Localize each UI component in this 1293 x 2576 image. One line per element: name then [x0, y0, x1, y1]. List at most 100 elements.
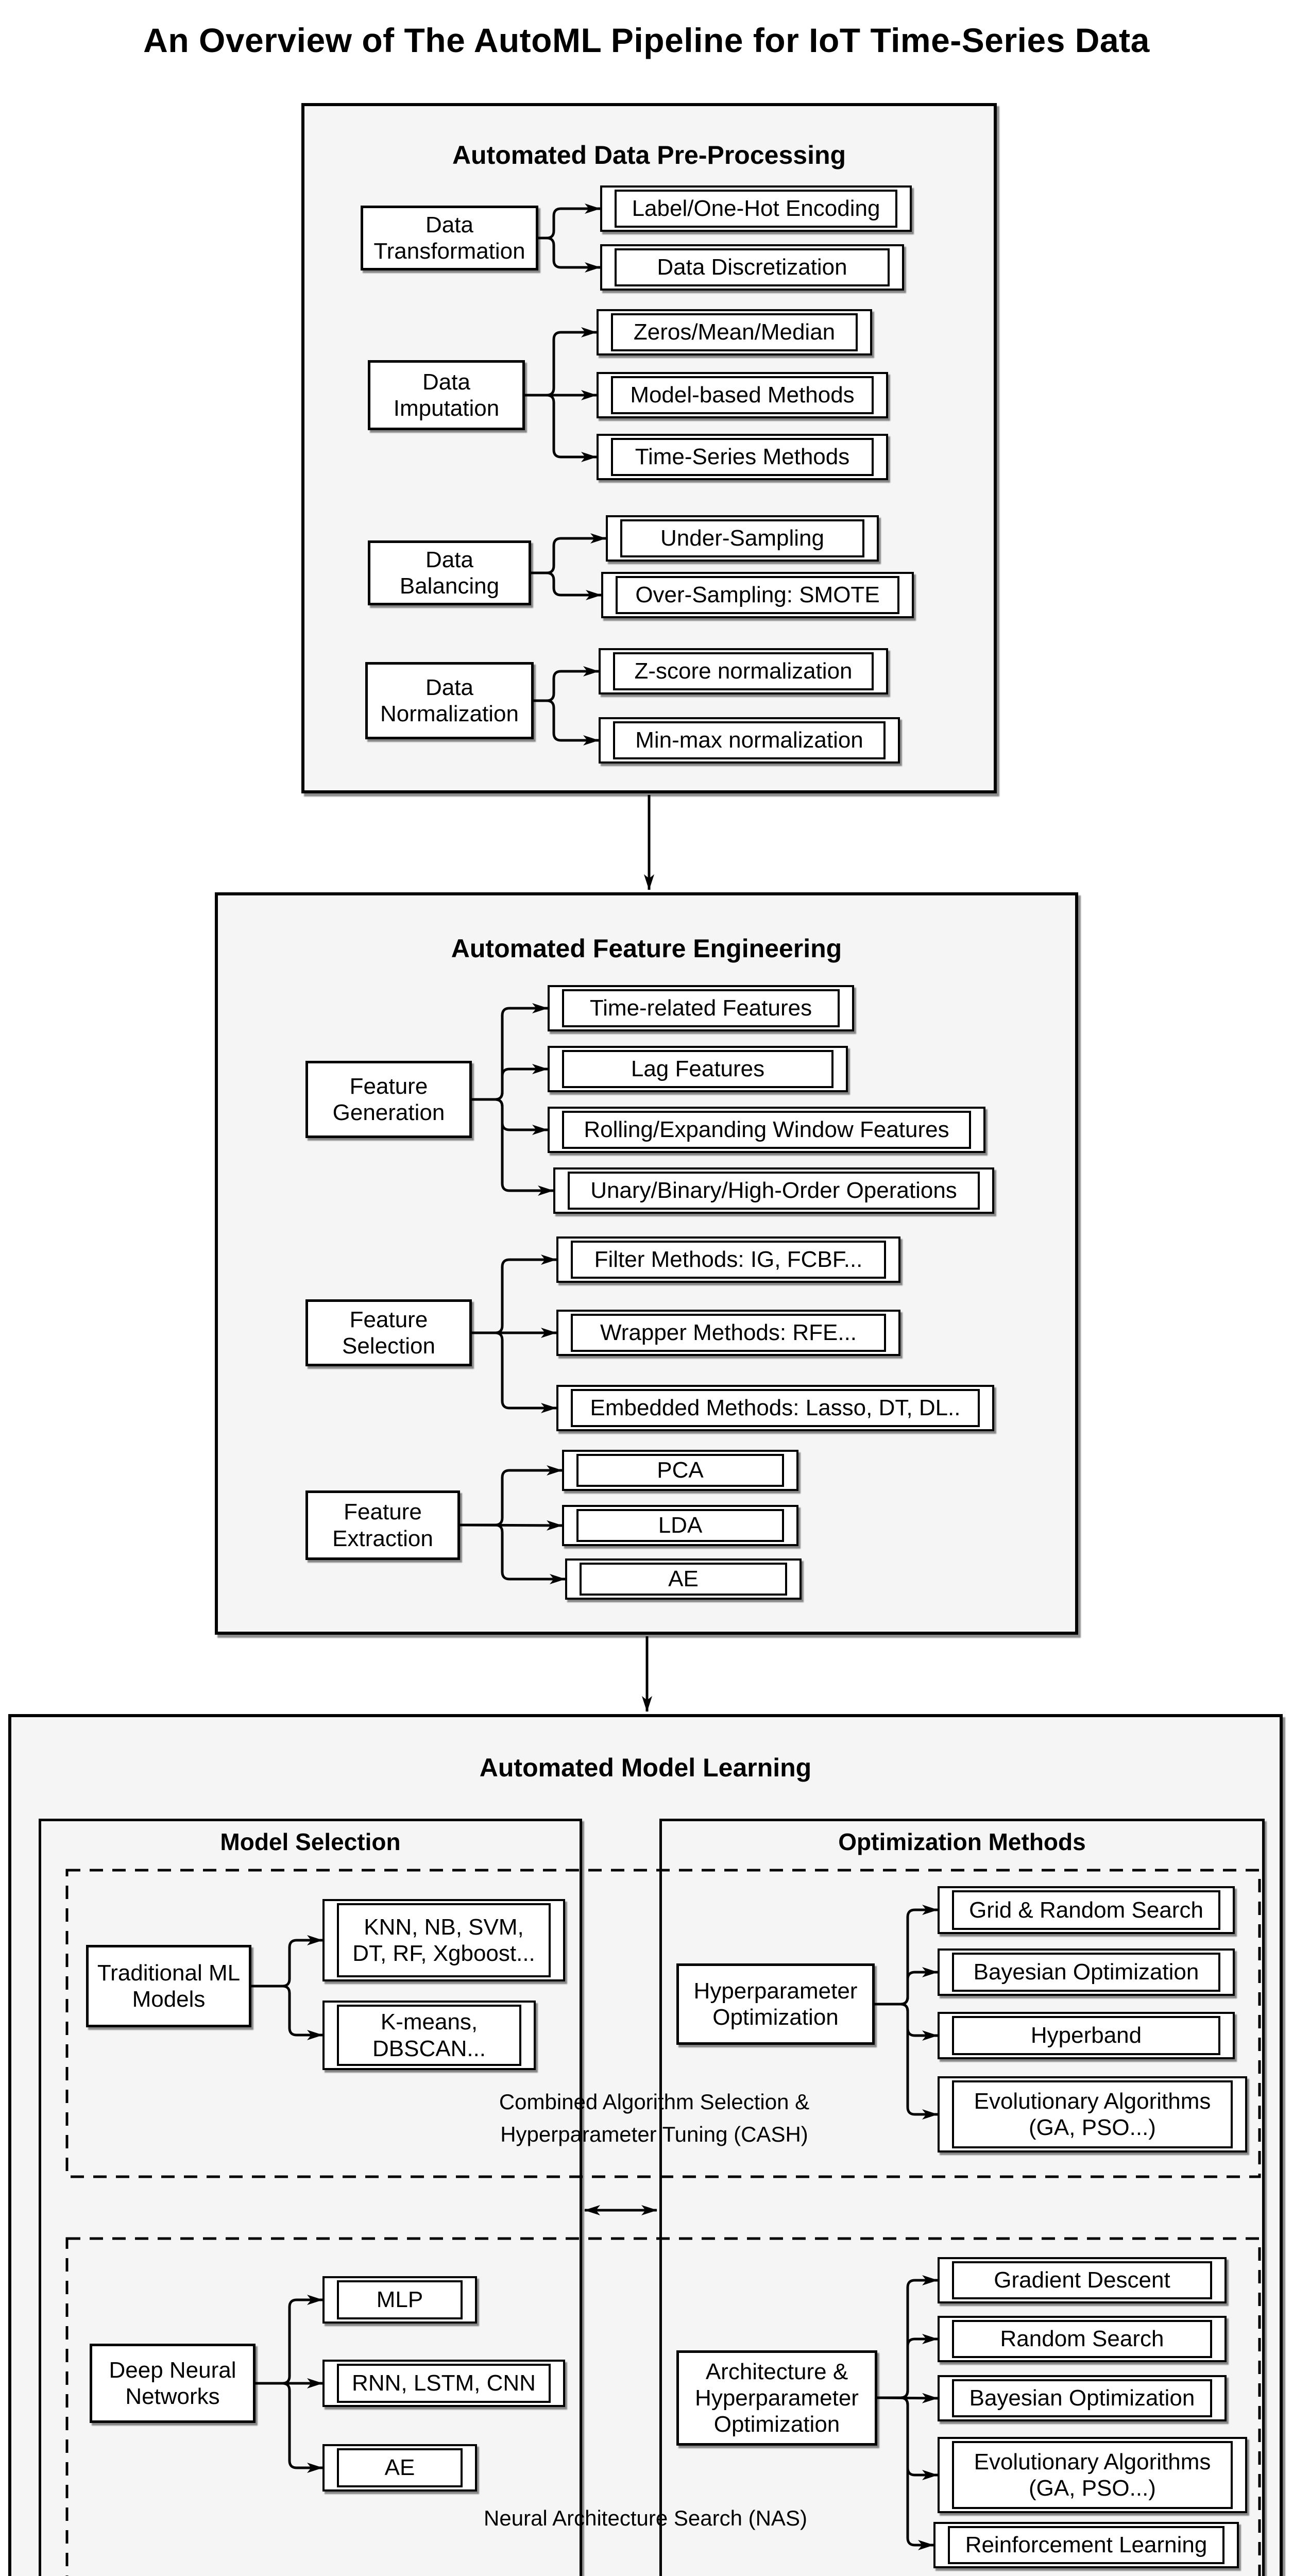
node-lda: LDA [562, 1505, 798, 1546]
process-frame: Wrapper Methods: RFE... [571, 1314, 886, 1352]
process-frame: Time-related Features [562, 989, 840, 1027]
node-filter-methods: Filter Methods: IG, FCBF... [556, 1236, 900, 1283]
node-deep-neural-networks: Deep Neural Networks [90, 2344, 256, 2423]
node-wrapper-methods: Wrapper Methods: RFE... [556, 1310, 900, 1356]
node-data-imputation: Data Imputation [368, 360, 525, 430]
node-label: Hyperband [1030, 2023, 1142, 2048]
process-frame: Rolling/Expanding Window Features [562, 1111, 971, 1149]
node-label: Deep Neural Networks [109, 2357, 236, 2409]
node-traditional-ml-models: Traditional ML Models [86, 1945, 251, 2027]
node-label: Reinforcement Learning [965, 2532, 1207, 2558]
node-unary-binary-operations: Unary/Binary/High-Order Operations [553, 1167, 994, 1214]
node-label: AE [668, 1566, 699, 1592]
process-frame: Bayesian Optimization [952, 1953, 1220, 1992]
process-frame: Label/One-Hot Encoding [615, 190, 897, 228]
node-label: MLP [376, 2287, 423, 2313]
node-model-based-methods: Model-based Methods [597, 372, 888, 418]
process-frame: AE [580, 1563, 787, 1596]
page-title: An Overview of The AutoML Pipeline for I… [143, 21, 1150, 59]
process-frame: KNN, NB, SVM, DT, RF, Xgboost... [337, 1903, 551, 1977]
node-time-series-methods: Time-Series Methods [597, 434, 888, 480]
node-min-max-normalization: Min-max normalization [599, 717, 900, 764]
node-evolutionary-algorithms-cash: Evolutionary Algorithms (GA, PSO...) [938, 2076, 1247, 2153]
cash-annotation: Combined Algorithm Selection & Hyperpara… [499, 2090, 810, 2146]
node-data-normalization: Data Normalization [365, 662, 534, 739]
process-frame: Lag Features [562, 1050, 833, 1088]
node-label: Lag Features [631, 1056, 765, 1082]
process-frame: Model-based Methods [611, 376, 874, 414]
node-label: Filter Methods: IG, FCBF... [594, 1247, 863, 1273]
node-label: Data Transformation [373, 212, 525, 264]
node-label: Gradient Descent [994, 2267, 1170, 2293]
process-frame: Zeros/Mean/Median [611, 313, 858, 351]
node-label: Min-max normalization [635, 727, 863, 753]
process-frame: Min-max normalization [613, 721, 886, 759]
process-frame: Under-Sampling [620, 519, 864, 557]
node-label-one-hot-encoding: Label/One-Hot Encoding [600, 185, 912, 232]
node-label: Unary/Binary/High-Order Operations [590, 1178, 957, 1204]
process-frame: PCA [576, 1454, 784, 1487]
process-frame: LDA [576, 1509, 784, 1542]
process-frame: Random Search [952, 2320, 1212, 2358]
node-hyperparameter-optimization: Hyperparameter Optimization [676, 1963, 875, 2045]
node-label: Over-Sampling: SMOTE [635, 582, 880, 608]
node-zeros-mean-median: Zeros/Mean/Median [597, 309, 872, 355]
node-label: Embedded Methods: Lasso, DT, DL.. [590, 1395, 961, 1421]
node-pca: PCA [562, 1450, 798, 1491]
node-kmeans-dbscan: K-means, DBSCAN... [322, 2001, 536, 2070]
process-frame: Bayesian Optimization [952, 2379, 1212, 2417]
node-label: PCA [657, 1458, 704, 1483]
process-frame: Embedded Methods: Lasso, DT, DL.. [571, 1389, 980, 1427]
node-label: Grid & Random Search [969, 1897, 1203, 1923]
node-label: KNN, NB, SVM, DT, RF, Xgboost... [352, 1914, 535, 1966]
node-label: Feature Selection [342, 1307, 435, 1359]
process-frame: Evolutionary Algorithms (GA, PSO...) [952, 2080, 1233, 2148]
process-frame: K-means, DBSCAN... [337, 2005, 521, 2066]
node-gradient-descent: Gradient Descent [938, 2257, 1227, 2303]
node-label: Z-score normalization [634, 658, 853, 684]
node-feature-extraction: Feature Extraction [305, 1490, 460, 1560]
node-label: Wrapper Methods: RFE... [600, 1320, 857, 1346]
node-lag-features: Lag Features [548, 1046, 848, 1092]
node-under-sampling: Under-Sampling [606, 515, 879, 562]
node-grid-random-search: Grid & Random Search [938, 1886, 1235, 1934]
node-label: Evolutionary Algorithms (GA, PSO...) [974, 2449, 1211, 2501]
node-ae-extraction: AE [565, 1558, 802, 1600]
process-frame: Over-Sampling: SMOTE [616, 576, 899, 614]
node-label: Label/One-Hot Encoding [632, 196, 880, 222]
node-embedded-methods: Embedded Methods: Lasso, DT, DL.. [556, 1385, 994, 1431]
process-frame: Evolutionary Algorithms (GA, PSO...) [952, 2441, 1233, 2509]
node-rolling-expanding-window: Rolling/Expanding Window Features [548, 1107, 985, 1153]
node-label: AE [384, 2455, 415, 2481]
section-title-model-learning: Automated Model Learning [479, 1753, 812, 1782]
process-frame: RNN, LSTM, CNN [337, 2364, 551, 2403]
process-frame: Grid & Random Search [952, 1890, 1220, 1930]
node-feature-generation: Feature Generation [305, 1061, 472, 1138]
node-ae-dnn: AE [322, 2444, 477, 2492]
process-frame: Z-score normalization [613, 652, 874, 690]
node-label: Hyperparameter Optimization [693, 1978, 858, 2030]
node-label: LDA [658, 1513, 703, 1538]
node-label: K-means, DBSCAN... [372, 2009, 486, 2061]
node-random-search: Random Search [938, 2316, 1227, 2362]
node-label: Feature Extraction [332, 1499, 433, 1551]
node-label: Random Search [1000, 2326, 1164, 2352]
node-data-balancing: Data Balancing [368, 540, 531, 605]
node-data-discretization: Data Discretization [600, 244, 904, 291]
process-frame: Hyperband [952, 2016, 1220, 2055]
node-label: Architecture & Hyperparameter Optimizati… [695, 2359, 859, 2437]
node-label: Data Discretization [657, 255, 847, 280]
node-label: Data Imputation [393, 369, 500, 421]
section-title-feature-engineering: Automated Feature Engineering [451, 934, 842, 963]
node-label: Data Normalization [380, 674, 519, 726]
node-mlp: MLP [322, 2276, 477, 2324]
node-z-score-normalization: Z-score normalization [599, 648, 888, 694]
subsection-title-model-selection: Model Selection [220, 1828, 401, 1855]
node-rnn-lstm-cnn: RNN, LSTM, CNN [322, 2360, 565, 2407]
node-label: Model-based Methods [630, 382, 855, 408]
node-label: Under-Sampling [660, 526, 824, 551]
node-label: RNN, LSTM, CNN [352, 2370, 536, 2396]
node-label: Traditional ML Models [97, 1960, 241, 2012]
node-architecture-hyperparameter-optimization: Architecture & Hyperparameter Optimizati… [676, 2350, 877, 2446]
